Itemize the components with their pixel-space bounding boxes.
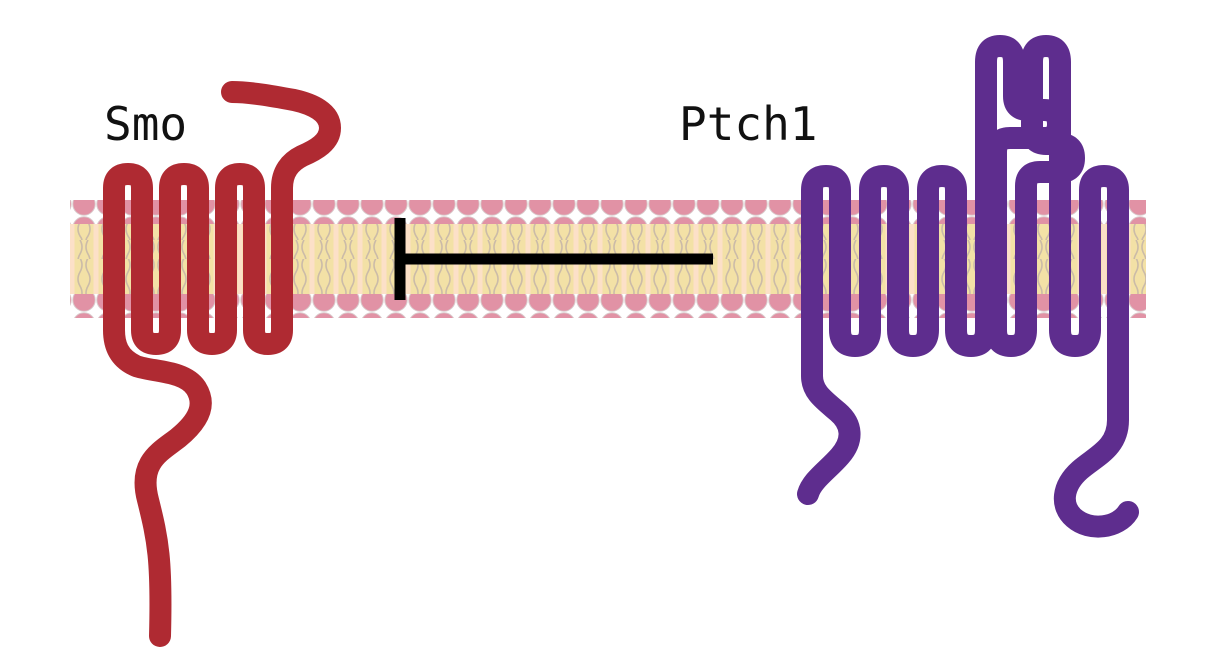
ptch1-backbone bbox=[797, 35, 1139, 538]
protein-label-ptch1: Ptch1 bbox=[679, 97, 818, 151]
smo-backbone bbox=[103, 81, 341, 647]
protein-ptch1 bbox=[797, 35, 1139, 538]
protein-label-smo: Smo bbox=[104, 97, 188, 151]
protein-smo bbox=[103, 81, 341, 647]
inhibition-arrow bbox=[394, 218, 713, 300]
